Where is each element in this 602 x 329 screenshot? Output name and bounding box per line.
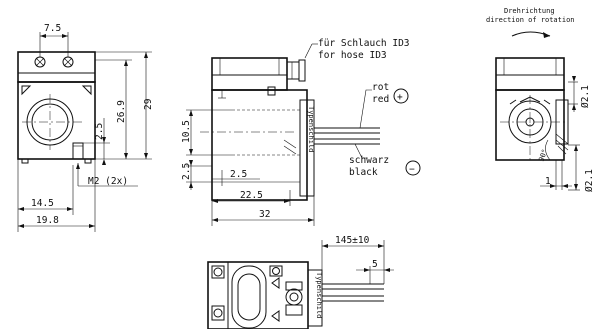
hose-label-en: for hose ID3 [318,50,387,61]
black-label-en: black [349,167,378,178]
black-label-de: schwarz [349,155,389,166]
front-dim-29: 29 [143,98,154,110]
side-dim-2-5-horizontal: 2.5 [230,169,247,180]
bottom-plate-text: Typenschild [315,272,323,318]
red-label-en: red [372,94,389,105]
front-dim-26-9: 26.9 [116,100,127,123]
side-view: Typenschild für Schlauch ID3 for hose ID… [181,38,421,226]
front-dim-7-5: 7.5 [44,23,61,34]
black-polarity-symbol: − [409,164,415,175]
red-label-de: rot [372,82,389,93]
side-dim-2-5-vertical: 2.5 [181,163,192,180]
hose-label-de: für Schlauch ID3 [318,38,410,49]
bottom-dim-cable-length: 145±10 [335,235,370,246]
rotation-dim-dia-top: Ø2.1 [580,85,591,108]
rotation-view: Drehrichtung direction of rotation Ø2.1 [486,7,595,192]
rotation-label-de: Drehrichtung [504,7,555,15]
side-plate-text: Typenschild [307,106,315,152]
bottom-view: Typenschild 145±10 5 [207,235,394,329]
side-dim-32: 32 [259,209,270,220]
red-polarity-symbol: + [397,92,403,103]
side-dim-22-5: 22.5 [240,190,263,201]
bottom-dim-strip-length: 5 [372,259,378,270]
front-thread-label: M2 (2x) [88,176,128,187]
rotation-label-en: direction of rotation [486,16,575,24]
front-dim-2-5: 2.5 [94,123,105,140]
rotation-dim-step: 1 [545,176,551,187]
rotation-dim-dia-bottom: Ø2.1 [584,169,595,192]
side-dim-10-5: 10.5 [181,120,192,143]
front-dim-19-8: 19.8 [36,215,59,226]
front-view: 7.5 29 26.9 2.5 M2 (2x) 14.5 [17,23,154,232]
rotation-dim-angle: 90° [537,148,549,163]
front-dim-14-5: 14.5 [31,198,54,209]
